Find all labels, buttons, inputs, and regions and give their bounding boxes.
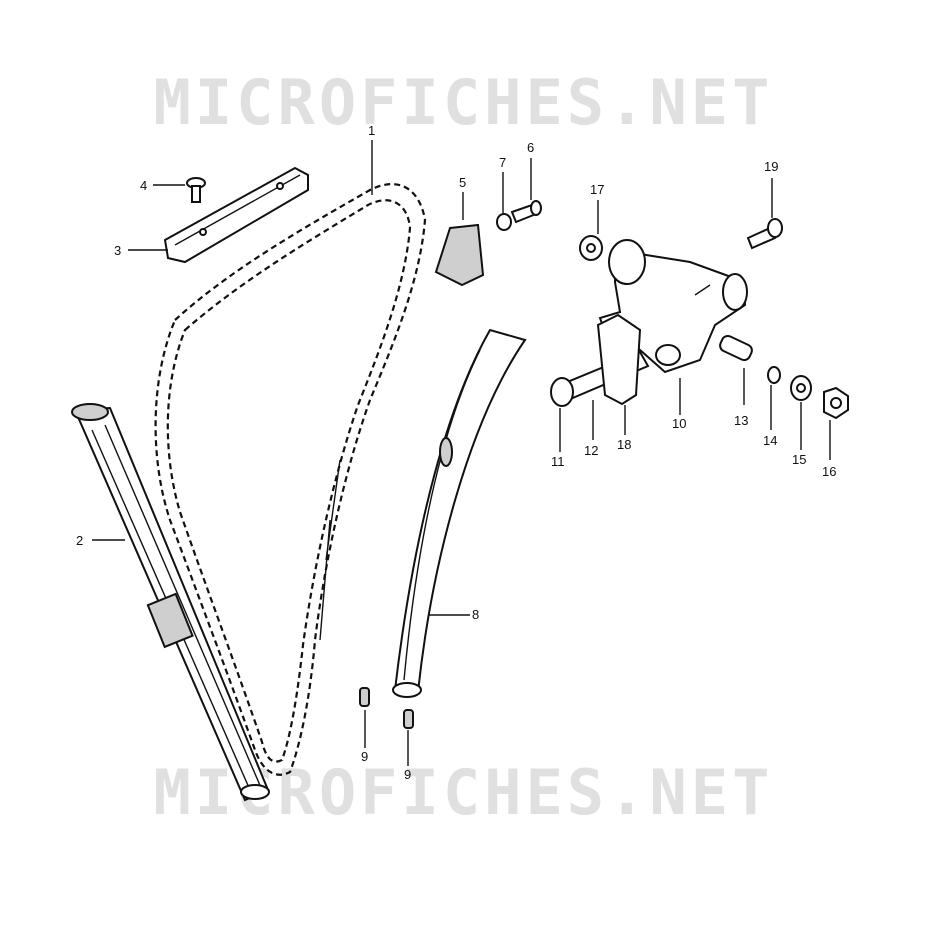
gasket-18 <box>596 313 642 406</box>
label-part-9a: 9 <box>361 749 369 764</box>
label-part-3: 3 <box>114 243 122 258</box>
label-part-11: 11 <box>551 454 565 469</box>
chain-guide-upper <box>163 166 309 264</box>
label-part-15: 15 <box>792 452 807 467</box>
pin-9a <box>359 687 370 707</box>
bolt-19 <box>746 218 783 250</box>
label-part-9b: 9 <box>404 767 412 782</box>
label-part-4: 4 <box>140 178 148 193</box>
washer-15-hole <box>796 383 806 393</box>
spring-13 <box>719 334 753 362</box>
pin-9b <box>403 709 414 729</box>
chain-guide-left <box>71 403 270 802</box>
label-part-18: 18 <box>617 437 632 452</box>
timing-chain-inner <box>166 199 412 763</box>
leader-lines <box>92 140 831 766</box>
bolt-4 <box>186 177 206 203</box>
label-part-13: 13 <box>734 413 749 428</box>
label-part-6: 6 <box>527 140 535 155</box>
label-part-10: 10 <box>672 416 687 431</box>
chain-strand-lines <box>319 459 341 641</box>
nut-16-hole <box>830 397 842 409</box>
damper-block <box>434 223 485 287</box>
label-part-12: 12 <box>584 443 599 458</box>
label-part-8: 8 <box>472 607 480 622</box>
washer-7 <box>496 213 512 231</box>
label-part-7: 7 <box>499 155 507 170</box>
bolt-6 <box>510 200 542 224</box>
watermark-top: MICROFICHES.NET <box>153 66 774 139</box>
label-part-19: 19 <box>764 159 779 174</box>
cap-nut-17 <box>579 235 603 261</box>
label-part-5: 5 <box>459 175 467 190</box>
chain-guide-right <box>392 328 527 698</box>
label-part-2: 2 <box>76 533 84 548</box>
label-part-17: 17 <box>590 182 605 197</box>
timing-chain <box>154 183 427 776</box>
label-part-16: 16 <box>822 464 837 479</box>
label-part-1: 1 <box>368 123 376 138</box>
oring-14 <box>767 366 781 384</box>
label-part-14: 14 <box>763 433 778 448</box>
